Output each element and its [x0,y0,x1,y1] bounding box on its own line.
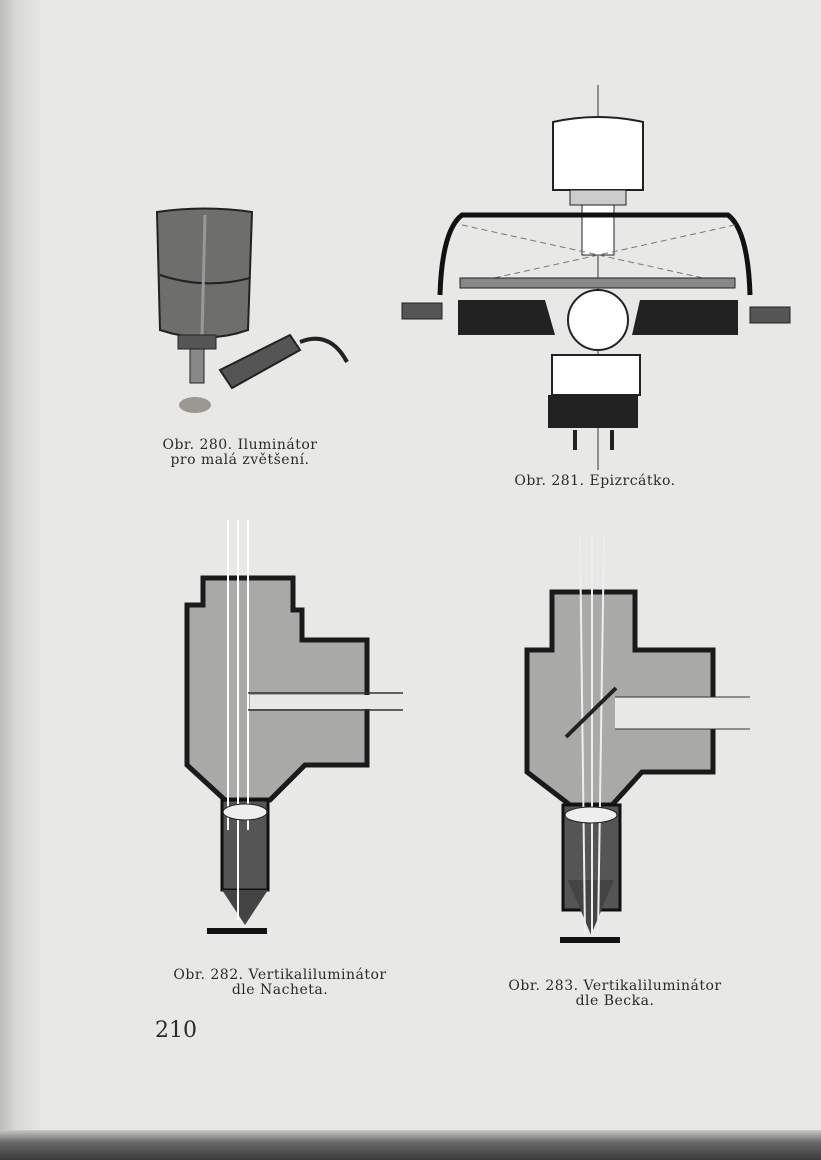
figure-283-caption: Obr. 283. Vertikaliluminátor dle Becka. [490,979,740,1009]
caption-line: dle Nacheta. [231,982,329,998]
figure-283-vertical-illuminator-beck [524,534,750,943]
page-edge-shadow [0,0,40,1160]
figure-282-vertical-illuminator-nachet [184,520,403,934]
page-number: 210 [155,1018,197,1043]
figure-280-caption: Obr. 280. Iluminátor pro malá zvětšení. [140,438,340,468]
figure-280-illuminator [155,207,349,413]
caption-line: Obr. 280. Iluminátor [162,437,318,453]
caption-line: pro malá zvětšení. [170,452,310,468]
figure-282-caption: Obr. 282. Vertikaliluminátor dle Nacheta… [155,968,405,998]
figure-281-epi-mirror [401,85,791,470]
caption-line: Obr. 282. Vertikaliluminátor [173,967,387,983]
figure-281-caption: Obr. 281. Epizrcátko. [495,474,695,489]
caption-line: dle Becka. [575,993,655,1009]
scan-bottom-edge [0,1130,821,1160]
caption-line: Obr. 281. Epizrcátko. [514,473,676,489]
caption-line: Obr. 283. Vertikaliluminátor [508,978,722,994]
